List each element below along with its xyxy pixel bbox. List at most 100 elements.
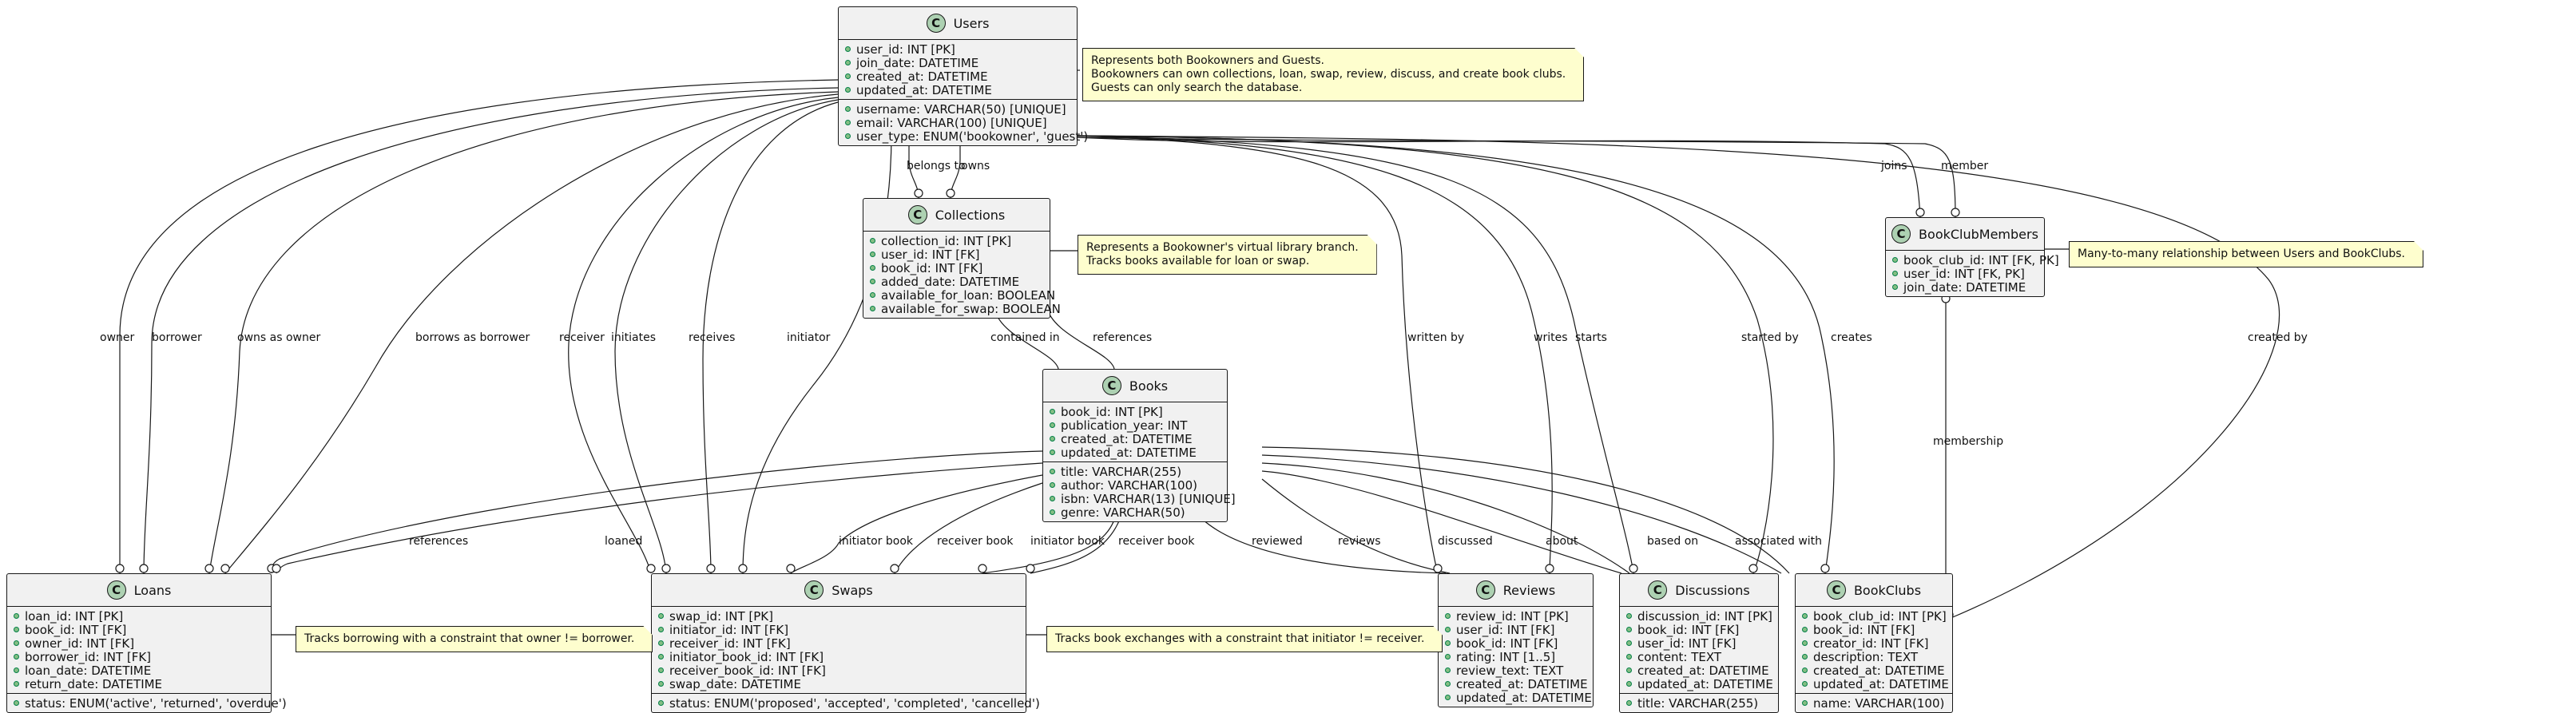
edge-receiver-book-1 [894, 482, 1043, 574]
public-icon [1445, 667, 1451, 673]
field: isbn: VARCHAR(13) [UNIQUE] [1050, 492, 1236, 506]
field: content: TEXT [1626, 650, 1772, 664]
class-title: Swaps [832, 582, 873, 598]
field: user_id: INT [FK] [1626, 636, 1772, 651]
field: loan_date: DATETIME [14, 663, 264, 678]
field: swap_date: DATETIME [658, 677, 1019, 691]
field: book_id: INT [FK] [1445, 636, 1586, 651]
public-icon [1802, 681, 1808, 687]
public-icon [658, 681, 664, 687]
class-discussions[interactable]: C Discussions discussion_id: INT [PK] boo… [1619, 573, 1779, 713]
field: receiver_book_id: INT [FK] [658, 663, 1019, 678]
class-loans[interactable]: C Loans loan_id: INT [PK] book_id: INT [F… [6, 573, 287, 713]
public-icon [14, 613, 19, 619]
note-swaps: Tracks book exchanges with a constraint … [1046, 626, 1443, 652]
field: title: VARCHAR(255) [1626, 696, 1772, 711]
public-icon [845, 106, 851, 112]
edge-label: initiator [787, 331, 831, 344]
public-icon [1050, 436, 1055, 442]
class-title: BookClubMembers [1919, 226, 2038, 242]
public-icon [1445, 654, 1451, 660]
edge-label: associated with [1735, 535, 1823, 548]
class-title: Loans [133, 582, 172, 598]
public-icon [1050, 482, 1055, 488]
class-icon: C [804, 580, 824, 600]
field: status: ENUM('proposed', 'accepted', 'co… [658, 696, 1040, 711]
note-line: Many-to-many relationship between Users … [2078, 248, 2405, 260]
note-line: Tracks book exchanges with a constraint … [1055, 632, 1425, 645]
field: book_club_id: INT [PK] [1802, 609, 1947, 624]
field: publication_year: INT [1050, 418, 1221, 433]
edge-label: reviews [1338, 535, 1381, 548]
public-icon [1445, 640, 1451, 646]
field: user_id: INT [FK] [1445, 623, 1586, 637]
public-icon [1802, 700, 1808, 706]
edge-label: writes [1534, 331, 1568, 344]
edge-label: initiator book [1030, 535, 1105, 548]
field: status: ENUM('active', 'returned', 'over… [14, 696, 287, 711]
edge-creates [1077, 135, 1835, 574]
public-icon [658, 627, 664, 632]
edge-member [1077, 137, 1956, 218]
class-swaps[interactable]: C Swaps swap_id: INT [PK] initiator_id: I… [651, 573, 1040, 713]
public-icon [14, 627, 19, 632]
public-icon [845, 73, 851, 79]
fields: status: ENUM('proposed', 'accepted', 'co… [652, 694, 1040, 712]
edge-label: creates [1831, 331, 1872, 344]
public-icon [1050, 409, 1055, 414]
public-icon [1626, 700, 1632, 706]
class-icon: C [106, 580, 126, 600]
class-icon: C [907, 205, 927, 224]
edge-label: receives [689, 331, 736, 344]
public-icon [658, 700, 664, 706]
class-icon: C [926, 14, 946, 33]
public-icon [1050, 450, 1055, 455]
fields: loan_id: INT [PK] book_id: INT [FK] owne… [7, 607, 271, 694]
public-icon [1050, 422, 1055, 428]
fields: title: VARCHAR(255) [1620, 694, 1778, 712]
field: book_club_id: INT [FK, PK] [1892, 253, 2059, 267]
field: updated_at: DATETIME [1050, 446, 1221, 460]
fields: username: VARCHAR(50) [UNIQUE] email: VA… [839, 100, 1088, 145]
field: review_text: TEXT [1445, 663, 1586, 678]
public-icon [1445, 627, 1451, 632]
field: title: VARCHAR(255) [1050, 465, 1221, 479]
public-icon [845, 46, 851, 52]
public-icon [870, 306, 875, 311]
edge-initiator-book-1 [790, 474, 1043, 574]
edge-label: borrows as borrower [415, 331, 530, 344]
field: loan_id: INT [PK] [14, 609, 264, 624]
edge-label: owner [100, 331, 135, 344]
class-icon: C [1648, 580, 1668, 600]
edge-label: reviewed [1252, 535, 1303, 548]
field: genre: VARCHAR(50) [1050, 505, 1221, 520]
class-title: Collections [935, 207, 1006, 223]
fields: swap_id: INT [PK] initiator_id: INT [FK]… [652, 607, 1026, 694]
public-icon [1050, 509, 1055, 515]
field: available_for_loan: BOOLEAN [870, 288, 1055, 303]
class-title: Discussions [1675, 582, 1750, 598]
note-loans: Tracks borrowing with a constraint that … [296, 626, 653, 652]
edge-reviewed [1201, 518, 1447, 574]
edge-owner [119, 79, 839, 573]
note-users: Represents both Bookowners and Guests. B… [1082, 48, 1584, 101]
public-icon [1626, 667, 1632, 673]
public-icon [14, 700, 19, 706]
field: created_at: DATETIME [1626, 663, 1772, 678]
public-icon [1445, 613, 1451, 619]
class-title: Books [1129, 378, 1169, 394]
fields: name: VARCHAR(100) [1796, 694, 1952, 712]
fields: book_id: INT [PK] publication_year: INT … [1043, 402, 1227, 462]
field: user_id: INT [FK] [870, 248, 1043, 262]
fields: discussion_id: INT [PK] book_id: INT [FK… [1620, 607, 1778, 694]
field: initiator_id: INT [FK] [658, 623, 1019, 637]
field: receiver_id: INT [FK] [658, 636, 1019, 651]
